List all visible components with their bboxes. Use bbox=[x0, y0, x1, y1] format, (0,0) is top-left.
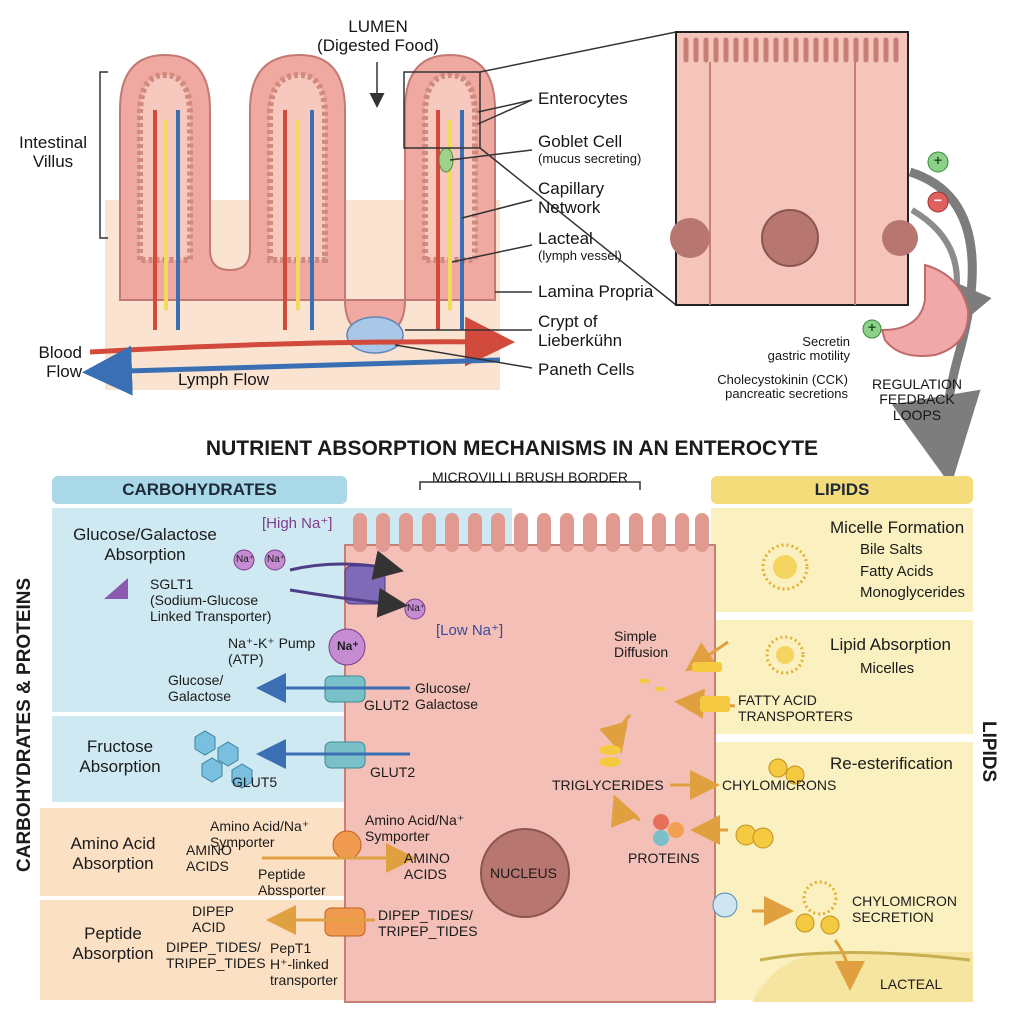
minus-icon: − bbox=[933, 192, 943, 208]
low-na-label: [Low Na⁺] bbox=[436, 622, 504, 639]
micelles-label: Micelles bbox=[860, 660, 915, 677]
na-ion-1: Na⁺ bbox=[236, 554, 255, 565]
lacteal-bottom-label: LACTEAL bbox=[880, 976, 943, 992]
lipids-side-label: LIPIDS bbox=[978, 721, 999, 783]
monoglycerides-label: Monoglycerides bbox=[860, 584, 966, 601]
chylomicrons-label: CHYLOMICRONS bbox=[722, 777, 837, 793]
flux-arrows bbox=[256, 550, 865, 991]
dipep-tides-left-label: DIPEP_TIDES/ TRIPEP_TIDES bbox=[166, 939, 266, 972]
dipep-acid-label: DIPEP ACID bbox=[192, 903, 235, 936]
sglt1-label: SGLT1 (Sodium-Glucose Linked Transporter… bbox=[150, 576, 272, 625]
goblet-cell-subtitle: (mucus secreting) bbox=[538, 150, 642, 166]
fructose-absorption-title: Fructose Absorption bbox=[79, 737, 161, 776]
amino-acid-absorption-title: Amino Acid Absorption bbox=[70, 834, 156, 873]
cck-title: Cholecystokinin (CCK) bbox=[717, 372, 848, 387]
gastric-motility-label: gastric motility bbox=[767, 348, 850, 364]
na-ion-3: Na⁺ bbox=[407, 603, 426, 614]
amino-acids-left-label: AMINO ACIDS bbox=[186, 842, 232, 875]
intestinal-villus-label: Intestinal Villus bbox=[18, 133, 88, 171]
lumen-title: LUMEN bbox=[348, 17, 408, 36]
micelle-formation-title: Micelle Formation bbox=[830, 518, 965, 537]
symporter-right-label: Amino Acid/Na⁺ Symporter bbox=[365, 812, 465, 845]
glut2-label: GLUT2 bbox=[364, 697, 410, 713]
lipid-absorption-title: Lipid Absorption bbox=[830, 635, 951, 654]
reesterification-title: Re-esterification bbox=[830, 754, 953, 773]
membrane-transporters bbox=[104, 549, 426, 937]
na-k-pump-label: Na⁺-K⁺ Pump (ATP) bbox=[228, 635, 316, 668]
regulation-loops-label: REGULATION FEEDBACK LOOPS bbox=[872, 376, 962, 423]
na-pump-ion: Na⁺ bbox=[337, 639, 359, 653]
amino-acids-right-label: AMINO ACIDS bbox=[404, 850, 450, 883]
enterocyte-zoom-panel bbox=[670, 31, 918, 306]
goblet-cell-label: Goblet Cell (mucus secreting) bbox=[538, 132, 642, 166]
villus-callouts bbox=[99, 31, 677, 369]
lumen-label: LUMEN (Digested Food) bbox=[313, 17, 443, 55]
plus-icon-secretin: + bbox=[867, 319, 877, 335]
crypt-label: Crypt of Lieberkühn bbox=[538, 312, 623, 350]
na-ion-2: Na⁺ bbox=[267, 554, 286, 565]
brush-border-label: MICROVILLI BRUSH BORDER bbox=[431, 469, 629, 485]
glucose-absorption-title: Glucose/Galactose Absorption bbox=[73, 525, 217, 564]
plus-icon: + bbox=[933, 152, 943, 168]
glut2-fructose-label: GLUT2 bbox=[370, 764, 416, 780]
lumen-subtitle: (Digested Food) bbox=[317, 35, 439, 55]
lacteal-title: Lacteal bbox=[538, 229, 593, 248]
high-na-label: [High Na⁺] bbox=[262, 515, 333, 532]
proteins-label: PROTEINS bbox=[628, 850, 700, 866]
secretin-label: Secretin gastric motility bbox=[690, 334, 850, 364]
fatty-acids-label: Fatty Acids bbox=[860, 563, 934, 580]
glucose-in-label: Glucose/ Galactose bbox=[415, 680, 479, 713]
dipep-tides-right-label: DIPEP_TIDES/ TRIPEP_TIDES bbox=[378, 907, 478, 940]
peptide-abssporter-label: Peptide Abssporter bbox=[258, 866, 326, 899]
simple-diffusion-label: Simple Diffusion bbox=[614, 628, 669, 661]
bile-salts-label: Bile Salts bbox=[860, 541, 923, 558]
lipids-header: LIPIDS bbox=[711, 476, 973, 504]
lacteal-subtitle: (lymph vessel) bbox=[538, 247, 622, 263]
glut5-label: GLUT5 bbox=[232, 774, 278, 790]
blood-flow-label: Blood Flow bbox=[38, 343, 82, 381]
paneth-cells-label: Paneth Cells bbox=[538, 360, 635, 379]
lipid-particles bbox=[599, 543, 840, 935]
pancreatic-secretions-label: pancreatic secretions bbox=[725, 386, 848, 402]
pept1-label: PepT1 H⁺-linked transporter bbox=[270, 940, 338, 989]
glucose-out-label: Glucose/ Galactose bbox=[168, 672, 232, 705]
chylomicron-secretion-label: CHYLOMICRON SECRETION bbox=[852, 893, 958, 926]
secretin-title: Secretin bbox=[802, 334, 850, 349]
symporter-label: Amino Acid/Na⁺ Symporter bbox=[210, 818, 310, 851]
enterocytes-label: Enterocytes bbox=[538, 89, 628, 108]
villi-illustration bbox=[82, 53, 515, 396]
lacteal-label: Lacteal (lymph vessel) bbox=[538, 229, 622, 263]
nucleus-label: NUCLEUS bbox=[490, 865, 557, 881]
lymph-flow-label: Lymph Flow bbox=[178, 370, 270, 389]
triglycerides-label: TRIGLYCERIDES bbox=[552, 777, 664, 793]
page-title: NUTRIENT ABSORPTION MECHANISMS IN AN ENT… bbox=[205, 437, 819, 460]
cck-label: Cholecystokinin (CCK) pancreatic secreti… bbox=[680, 372, 848, 402]
carbs-proteins-side-label: CARBOHYDRATES & PROTEINS bbox=[14, 577, 35, 872]
capillary-network-label: Capillary Network bbox=[538, 179, 605, 217]
carbohydrates-header: CARBOHYDRATES bbox=[52, 476, 347, 504]
lamina-propria-label: Lamina Propria bbox=[538, 282, 654, 301]
goblet-cell-title: Goblet Cell bbox=[538, 132, 623, 151]
peptide-absorption-title: Peptide Absorption bbox=[72, 924, 154, 963]
enterocyte-cell bbox=[344, 481, 973, 1003]
regulation-loop bbox=[862, 151, 992, 486]
fa-transporters-label: FATTY ACID TRANSPORTERS bbox=[738, 692, 853, 725]
